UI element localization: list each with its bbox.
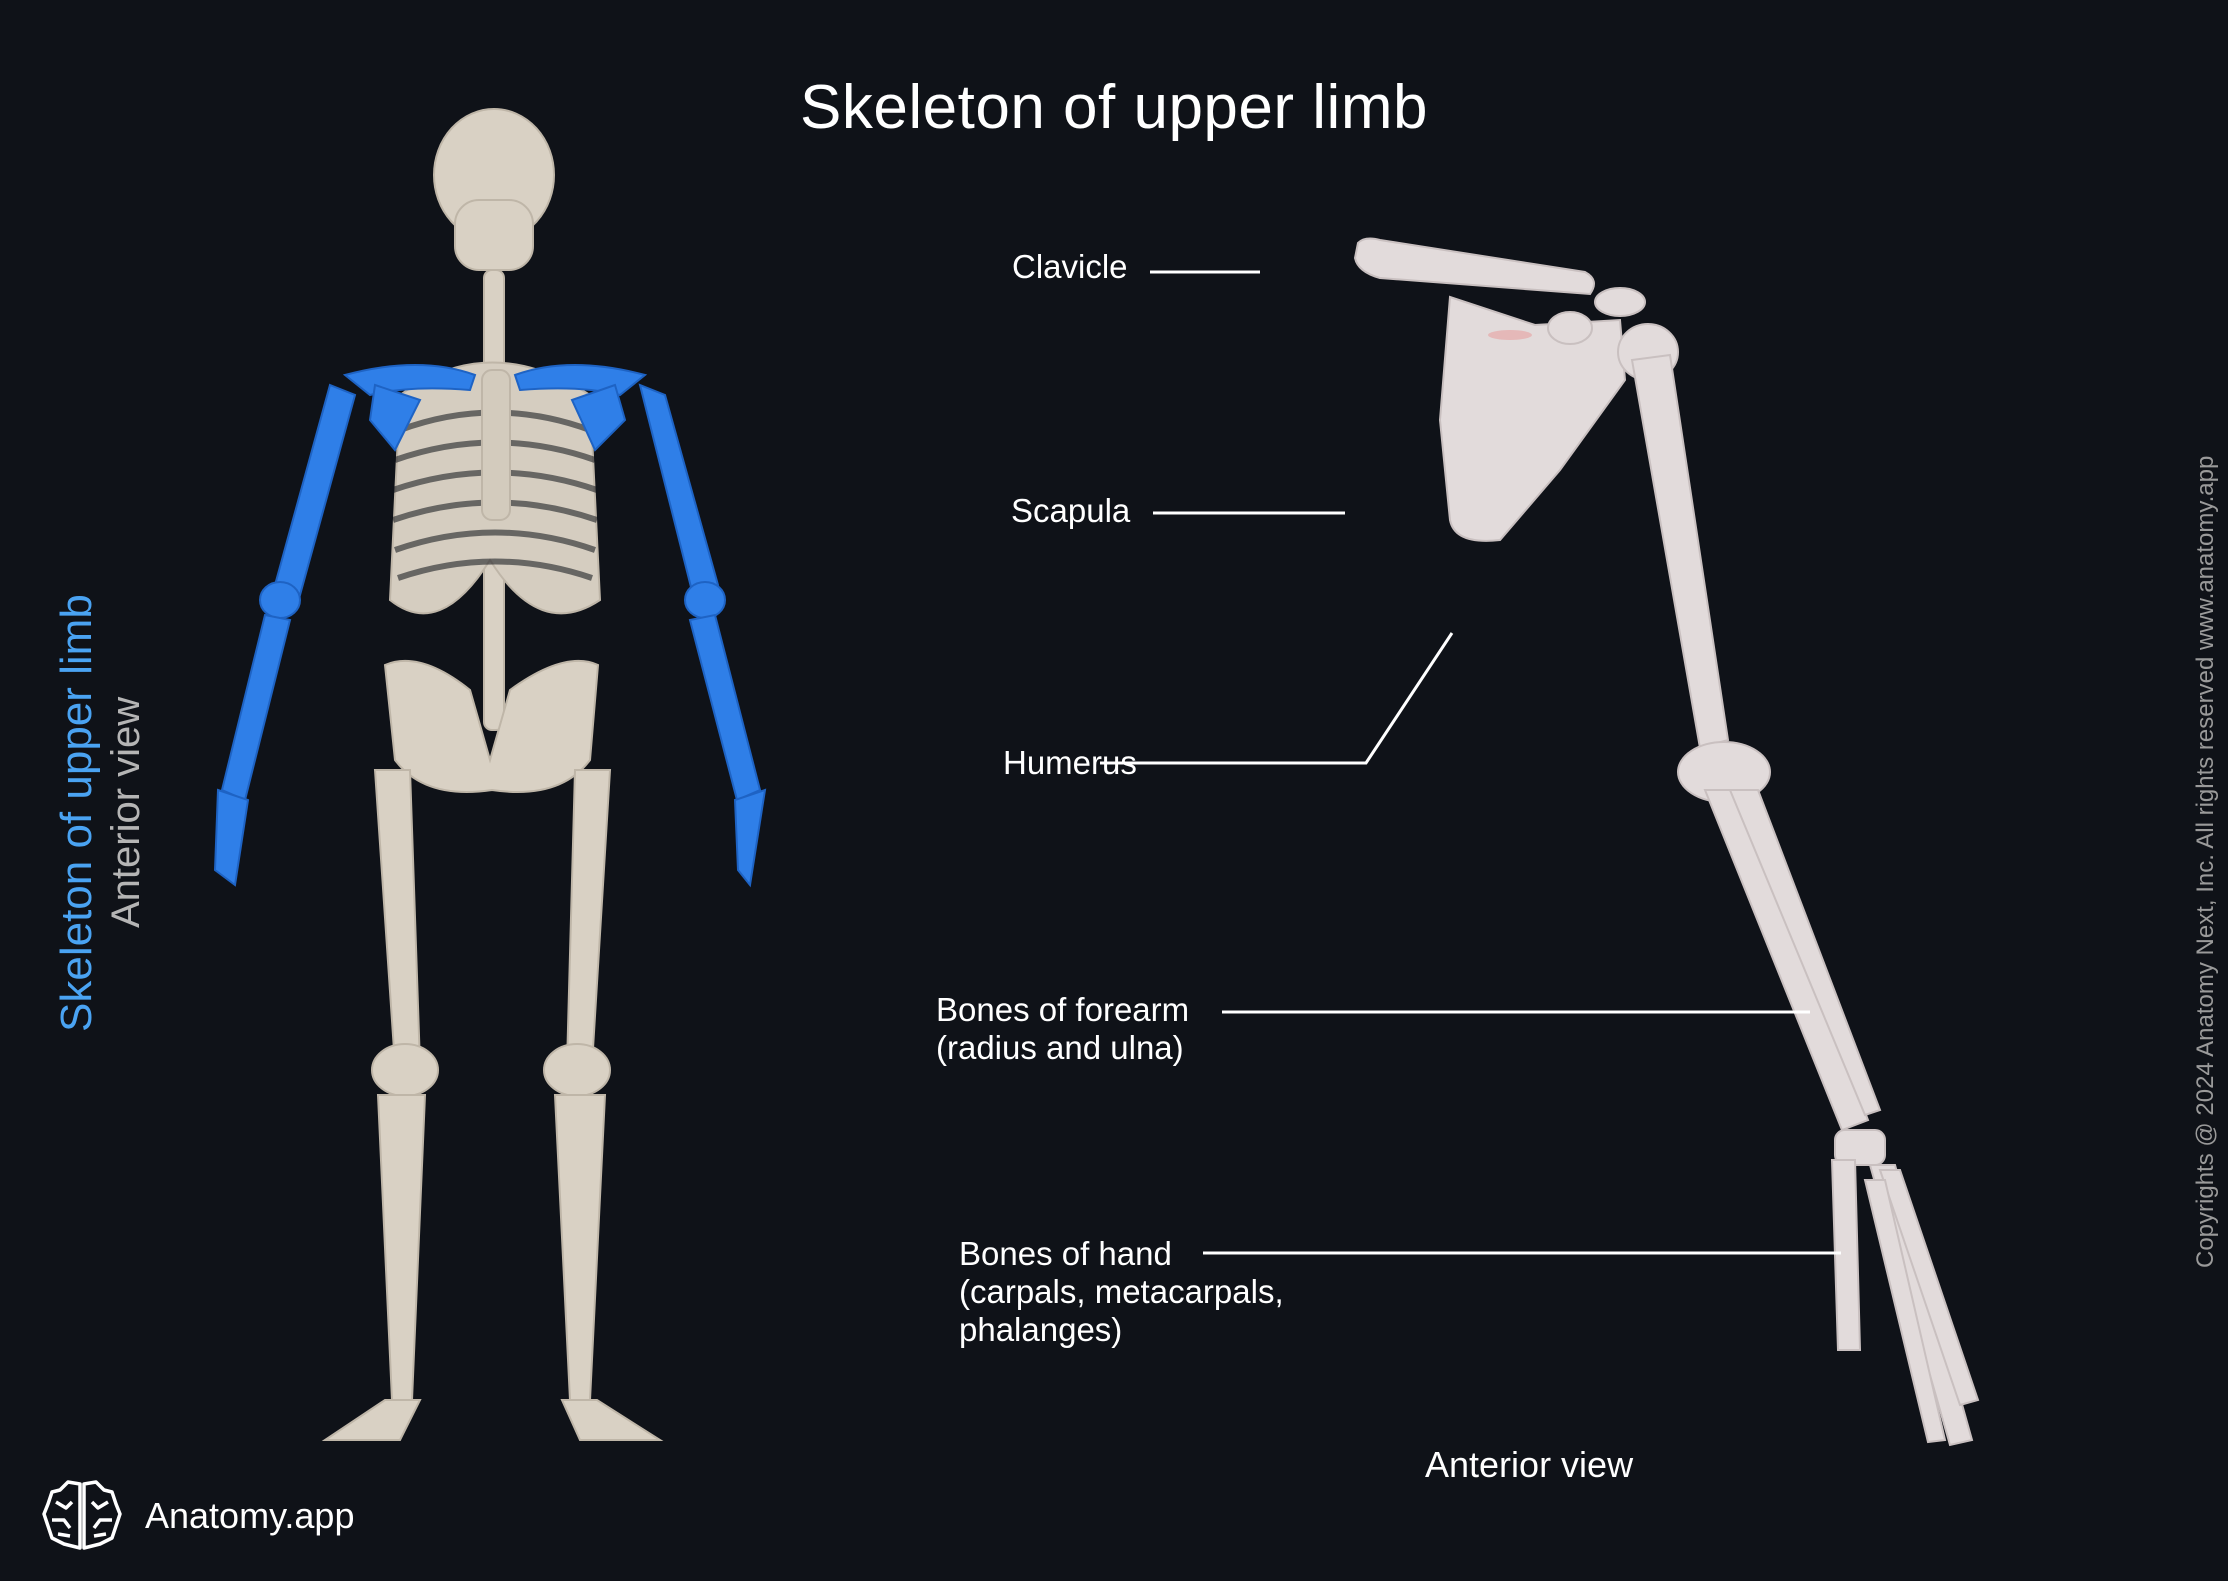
label-bones-of-hand: Bones of hand (carpals, metacarpals, pha…	[959, 1235, 1284, 1349]
label-bones-of-forearm: Bones of forearm (radius and ulna)	[936, 991, 1189, 1067]
label-line: Bones of hand	[959, 1235, 1172, 1272]
humerus-leader-line	[1100, 632, 1454, 765]
page-title: Skeleton of upper limb	[800, 73, 1428, 142]
copyright-notice: Copyrights @ 2024 Anatomy Next, Inc. All…	[2192, 455, 2219, 1268]
brain-icon	[42, 1478, 122, 1552]
label-line: phalanges)	[959, 1311, 1123, 1348]
label-line: (carpals, metacarpals,	[959, 1273, 1284, 1310]
label-line: Humerus	[1003, 744, 1137, 781]
label-line: Bones of forearm	[936, 991, 1190, 1028]
label-line: (radius and ulna)	[936, 1029, 1184, 1066]
label-scapula: Scapula	[1011, 492, 1130, 530]
brand-name: Anatomy.app	[145, 1495, 355, 1536]
label-clavicle: Clavicle	[1012, 248, 1128, 286]
label-humerus: Humerus	[1003, 744, 1137, 782]
view-label: Anterior view	[1425, 1444, 1634, 1485]
label-line: Scapula	[1011, 492, 1131, 529]
label-line: Clavicle	[1012, 248, 1128, 285]
